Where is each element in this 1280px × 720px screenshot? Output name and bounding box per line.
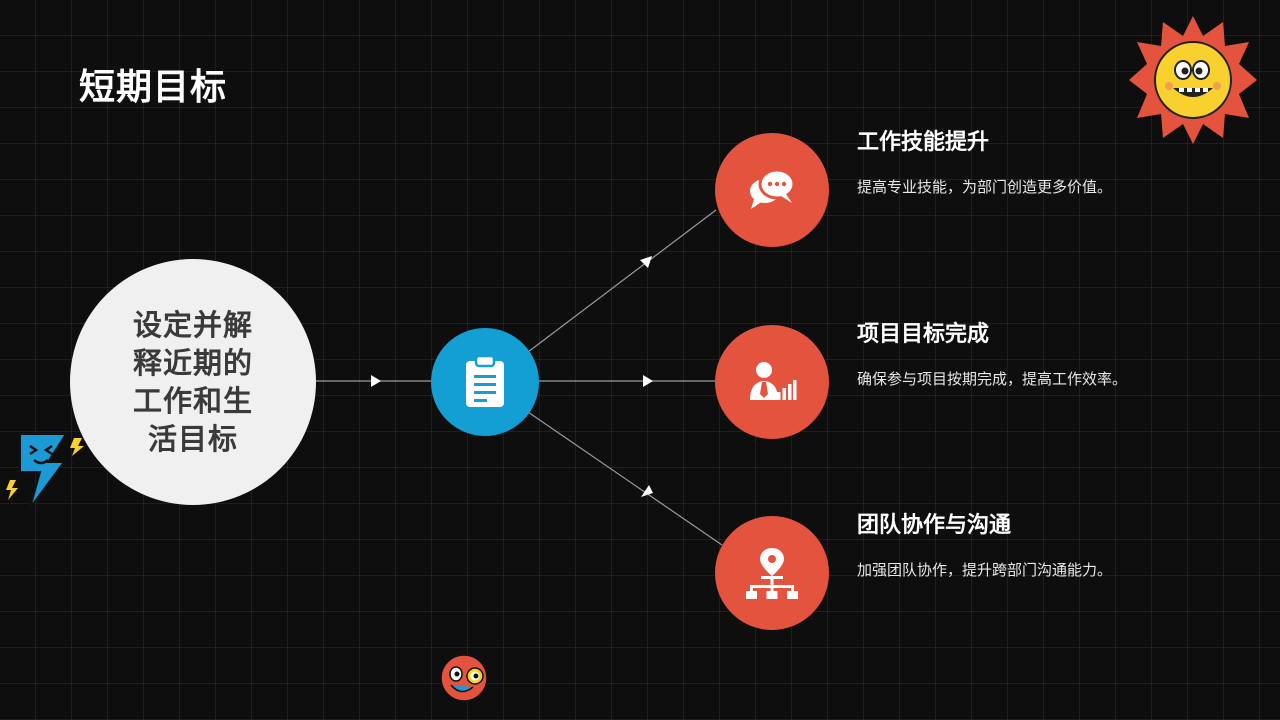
goal-2-title: 项目目标完成: [857, 322, 990, 347]
central-goal-text: 设定并解释近期的工作和生活目标: [132, 308, 253, 456]
hub-node: [431, 328, 539, 436]
page-title: 短期目标: [79, 67, 228, 108]
businessman-chart-icon: [750, 362, 797, 400]
lightning-bolt-sticker: [6, 433, 84, 509]
laughing-face-sticker: [440, 654, 488, 702]
goal-1-title: 工作技能提升: [857, 130, 990, 155]
goal-node-1: [715, 133, 829, 247]
chat-bubbles-icon: [750, 168, 796, 209]
central-goal-circle: 设定并解释近期的工作和生活目标: [70, 259, 316, 505]
connector-hub-to-goal-3: [527, 411, 723, 546]
goal-3-title: 团队协作与沟通: [857, 513, 1012, 538]
goal-3-description: 加强团队协作，提升跨部门沟通能力。: [857, 561, 1113, 579]
clipboard-icon: [466, 355, 504, 407]
location-org-chart-icon: [746, 548, 798, 599]
goal-1-description: 提高专业技能，为部门创造更多价值。: [857, 178, 1113, 196]
arrow-center-to-hub: [371, 375, 381, 387]
goal-2-description: 确保参与项目按期完成，提高工作效率。: [857, 370, 1128, 388]
sun-face-sticker: [1129, 16, 1257, 144]
arrow-hub-to-goal-3: [641, 485, 653, 497]
goal-node-2: [715, 325, 829, 439]
connector-hub-to-goal-1: [527, 209, 717, 353]
arrow-hub-to-goal-2: [643, 375, 653, 387]
arrow-hub-to-goal-1: [640, 256, 652, 268]
goal-node-3: [715, 516, 829, 630]
